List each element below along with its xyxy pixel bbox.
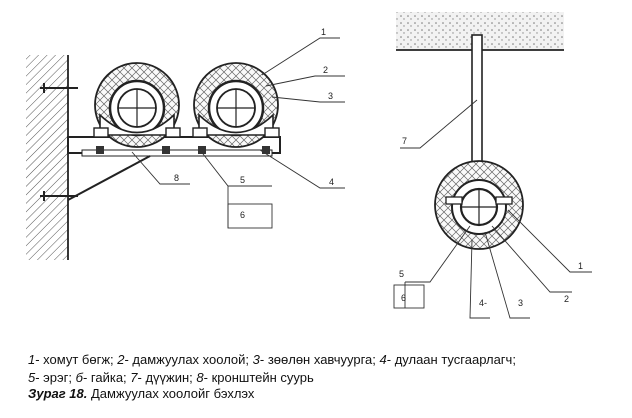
label-3-left: 3 <box>328 91 333 101</box>
legend-num-3: 3 <box>252 352 260 367</box>
legend-text-6: - гайка; <box>82 370 131 385</box>
legend-num-4: 4 <box>379 352 387 367</box>
legend-num-6: б <box>75 370 83 385</box>
label-1-left: 1 <box>321 27 326 37</box>
hanger-assembly: 7 5 6 4- 3 2 1 <box>393 12 592 319</box>
bracket-nuts <box>96 146 270 154</box>
figure-title: Зураг 18. Дамжуулах хоолойг бэхлэх <box>28 386 254 402</box>
legend-num-1: 1 <box>28 352 36 367</box>
caption-legend-line-1: 1- хомут бөгж; 2- дамжуулах хоолой; 3- з… <box>28 352 516 368</box>
wall-anchor-bolts <box>40 83 78 201</box>
label-2-right: 2 <box>564 294 569 304</box>
legend-text-1: - хомут бөгж; <box>35 352 118 367</box>
label-6-right: 6 <box>401 293 406 303</box>
legend-num-5: 5 <box>28 370 36 385</box>
figure-number: Зураг 18. <box>28 386 88 401</box>
pipe-left-2 <box>192 62 280 148</box>
wall <box>26 55 68 260</box>
wall-bracket-assembly: 1 2 3 4 5 6 8 <box>26 27 345 260</box>
label-5-right: 5 <box>399 269 404 279</box>
legend-text-7: - дүүжин; <box>137 370 197 385</box>
label-3-right: 3 <box>518 298 523 308</box>
legend-text-4: - дулаан тусгаарлагч; <box>386 352 516 367</box>
pipe-support-diagram: 1 2 3 4 5 6 8 7 <box>26 12 592 319</box>
label-4-right: 4- <box>479 298 487 308</box>
legend-text-8: - кронштейн суурь <box>203 370 314 385</box>
label-2-left: 2 <box>323 65 328 75</box>
legend-text-2: - дамжуулах хоолой; <box>124 352 253 367</box>
label-5-left: 5 <box>240 175 245 185</box>
caption-legend-line-2: 5- эрэг; б- гайка; 7- дүүжин; 8- кронште… <box>28 370 314 386</box>
label-box-6-right <box>393 284 425 309</box>
label-7-right: 7 <box>402 136 407 146</box>
label-box-6-left <box>227 203 273 229</box>
legend-text-5: - эрэг; <box>35 370 76 385</box>
hanger-rod <box>471 34 483 176</box>
legend-num-7: 7 <box>130 370 138 385</box>
figure-title-text: Дамжуулах хоолойг бэхлэх <box>87 386 255 401</box>
right-leader-lines <box>400 99 592 319</box>
label-4-left: 4 <box>329 177 334 187</box>
legend-num-2: 2 <box>117 352 125 367</box>
legend-text-3: - зөөлөн хавчуурга; <box>259 352 380 367</box>
legend-num-8: 8 <box>196 370 204 385</box>
label-1-right: 1 <box>578 261 583 271</box>
pipe-left-1 <box>93 62 181 148</box>
label-6-left: 6 <box>240 210 245 220</box>
label-8-left: 8 <box>174 173 179 183</box>
